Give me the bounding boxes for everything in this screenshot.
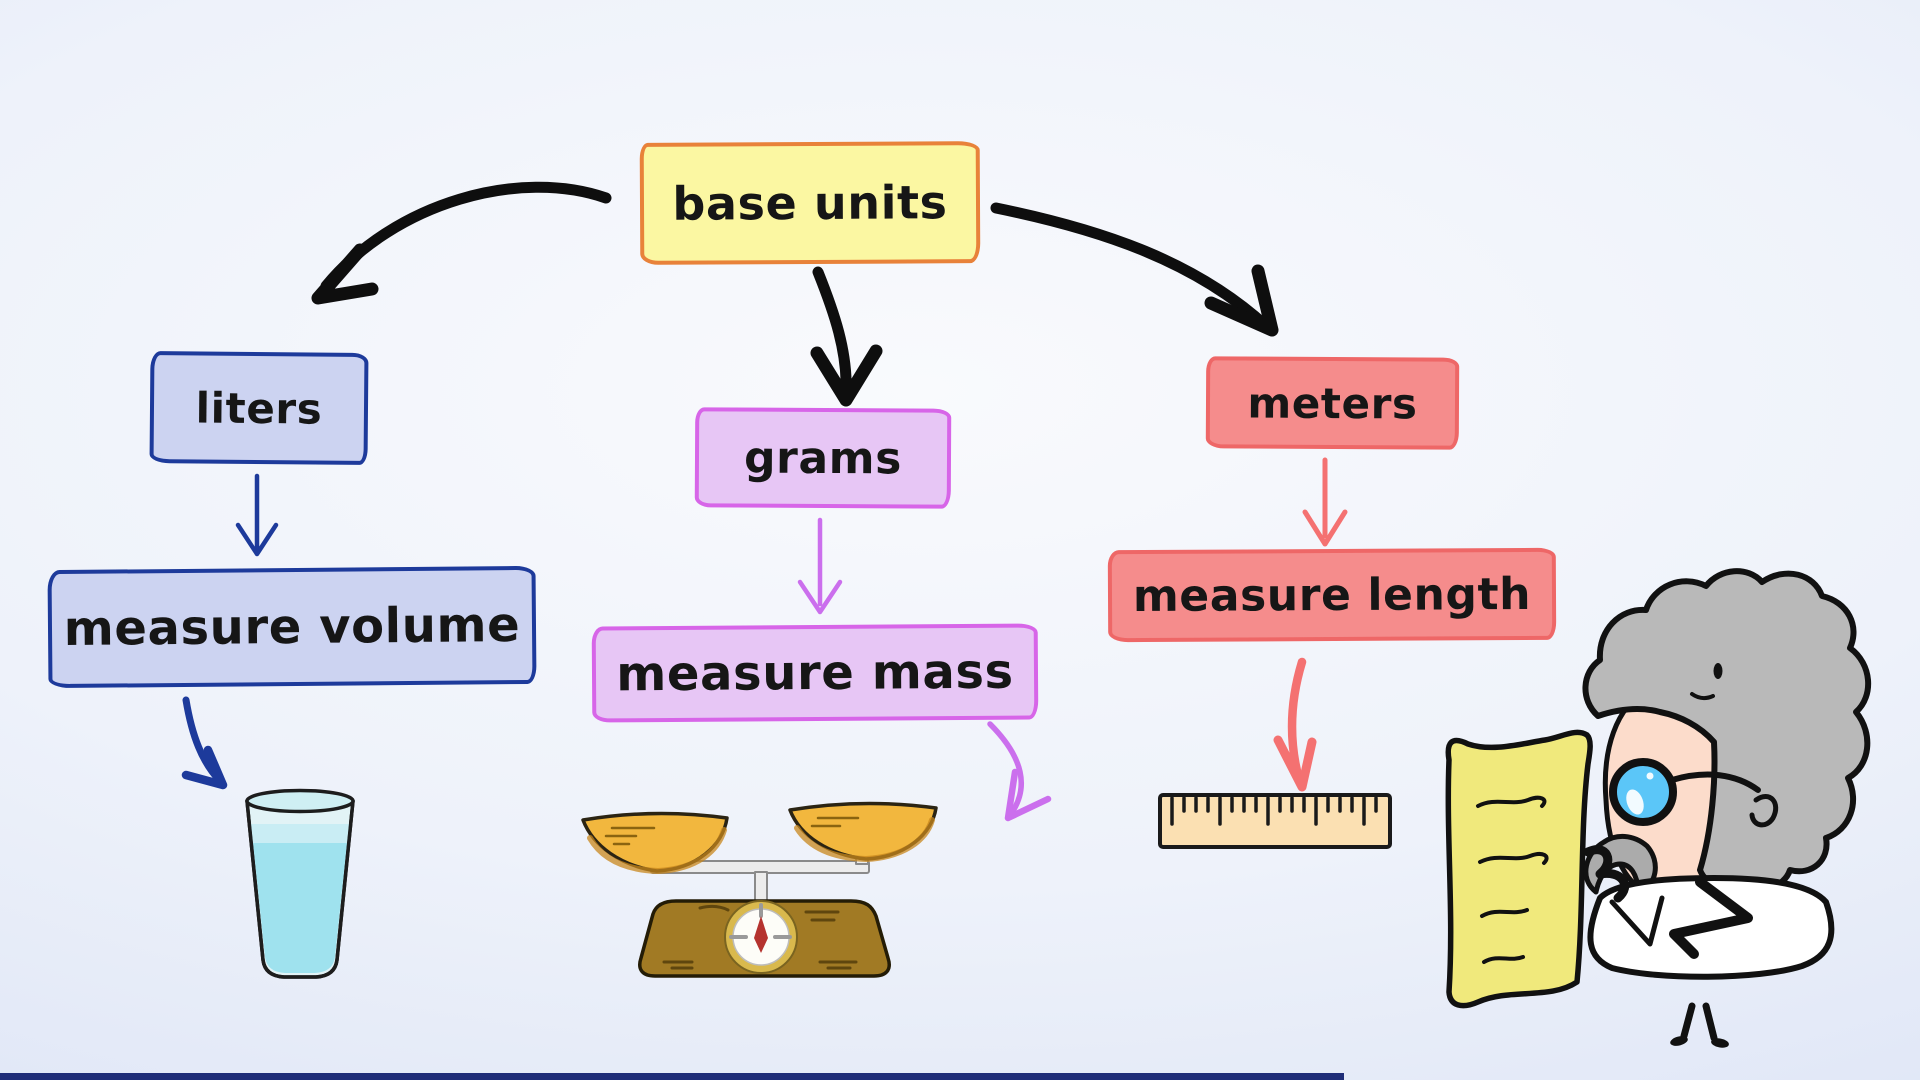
ruler-body	[1158, 793, 1392, 849]
scientist-eye	[1713, 663, 1723, 679]
arrow-volume-to-glass	[181, 696, 228, 790]
glasses-arm	[1669, 771, 1761, 793]
scientist-arm-akimbo	[1669, 877, 1753, 959]
arrow-base-to-grams	[810, 266, 883, 407]
node-base-units: base units	[639, 141, 981, 265]
node-measure-volume: measure volume	[47, 565, 537, 689]
ruler	[1158, 793, 1392, 849]
scale-pan-right	[788, 801, 938, 861]
video-progress-bar	[0, 1073, 1344, 1080]
scientist-ear	[1749, 794, 1779, 828]
node-liters: liters	[149, 351, 369, 465]
arrow-mass-to-scale	[987, 721, 1052, 822]
glass-of-water	[245, 788, 355, 979]
node-meters: meters	[1205, 356, 1460, 450]
glass-rim	[245, 788, 355, 814]
arrow-base-to-meters	[990, 202, 1279, 337]
node-grams: grams	[694, 407, 952, 509]
node-measure-mass: measure mass	[591, 623, 1039, 723]
scientist-foot-left	[1670, 1036, 1688, 1046]
scientist-hand	[1583, 845, 1629, 903]
ruler-ticks	[1170, 796, 1378, 826]
paper-lines	[1476, 795, 1549, 964]
monocle	[1609, 758, 1677, 826]
node-measure-length: measure length	[1107, 547, 1557, 643]
arrow-base-to-liters	[311, 181, 612, 305]
arrow-grams-to-measure-mass	[797, 517, 843, 615]
scientist-foot-right	[1711, 1038, 1729, 1048]
arrow-meters-to-measure-length	[1302, 457, 1348, 547]
scientist-hair	[1582, 568, 1872, 892]
water	[251, 824, 349, 973]
scientist-smile	[1690, 692, 1715, 701]
scientist-reading-paper	[1445, 568, 1872, 1048]
paper	[1445, 729, 1593, 1009]
arrow-liters-to-measure-volume	[235, 473, 279, 557]
scale-needle	[754, 916, 768, 953]
scientist-legs	[1680, 1002, 1718, 1042]
balance-scale	[581, 801, 938, 978]
water-surface	[251, 824, 349, 843]
coat-collar	[1609, 895, 1665, 947]
arrow-length-to-ruler	[1273, 657, 1317, 792]
